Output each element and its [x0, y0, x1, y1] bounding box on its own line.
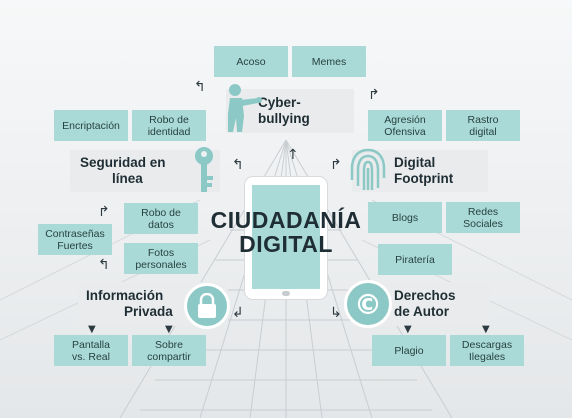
tablet-home-button	[282, 291, 290, 296]
arrow-to-sobre: ▼	[165, 324, 173, 335]
tablet-screen	[252, 185, 320, 289]
footprint-title-line2: Footprint	[394, 171, 454, 186]
arrow-to-memes: ↱	[368, 87, 380, 103]
cyberbullying-title-line2: bullying	[258, 111, 310, 126]
arrow-to-plagio: ▼	[404, 324, 412, 335]
node-blogs: Blogs	[368, 202, 442, 233]
arrow-to-pantalla: ▼	[88, 324, 96, 335]
node-robo-identidad: Robo de identidad	[132, 110, 206, 141]
arrow-autor-down: ↳	[330, 305, 342, 321]
cyberbullying-heading: Cyber- bullying	[226, 89, 354, 133]
arrow-to-acoso: ↰	[194, 79, 206, 95]
arrow-center-up: ↑	[287, 147, 299, 163]
node-fotos: Fotos personales	[124, 243, 198, 274]
arrow-seguridad-up: ↰	[232, 157, 244, 173]
node-descargas: Descargas Ilegales	[450, 335, 524, 366]
seguridad-title-line2: línea	[112, 171, 143, 186]
node-pantalla: Pantalla vs. Real	[54, 335, 128, 366]
node-agresion: Agresión Ofensiva	[368, 110, 442, 141]
autor-title-line1: Derechos	[394, 288, 456, 303]
arrow-to-descargas: ▼	[482, 324, 490, 335]
bully-figure-icon	[228, 84, 262, 132]
arrow-privada-down: ↲	[232, 305, 244, 321]
cyberbullying-title-line1: Cyber-	[258, 95, 301, 110]
center-title-line2: DIGITAL	[239, 231, 333, 257]
node-sobre-compartir: Sobre compartir	[132, 335, 206, 366]
privada-title-line2: Privada	[124, 304, 173, 319]
node-pirateria: Piratería	[378, 244, 452, 275]
node-memes: Memes	[292, 46, 366, 77]
center-title-line1: CIUDADANÍA	[210, 207, 362, 233]
arrow-to-contrasenas: ↱	[98, 204, 110, 220]
node-robo-datos: Robo de datos	[124, 203, 198, 234]
center-title: CIUDADANÍA DIGITAL	[180, 208, 392, 256]
fingerprint-icon	[350, 148, 386, 190]
node-contrasenas: Contraseñas Fuertes	[38, 224, 112, 255]
arrow-footprint-up: ↱	[330, 157, 342, 173]
lock-icon	[184, 283, 230, 329]
arrow-to-fotos: ↰	[98, 257, 110, 273]
seguridad-heading: Seguridad en línea	[70, 150, 220, 192]
autor-title-line2: de Autor	[394, 304, 449, 319]
key-icon	[195, 147, 213, 192]
tablet-device	[244, 176, 328, 300]
node-redes: Redes Sociales	[446, 202, 520, 233]
copyright-icon: ©	[344, 280, 392, 328]
footprint-title-line1: Digital	[394, 155, 436, 170]
node-plagio: Plagio	[372, 335, 446, 366]
node-acoso: Acoso	[214, 46, 288, 77]
node-rastro: Rastro digital	[446, 110, 520, 141]
footprint-heading: Digital Footprint	[352, 150, 488, 192]
node-encriptacion: Encriptación	[54, 110, 128, 141]
seguridad-title-line1: Seguridad en	[80, 155, 166, 170]
privada-title-line1: Información	[86, 288, 164, 303]
